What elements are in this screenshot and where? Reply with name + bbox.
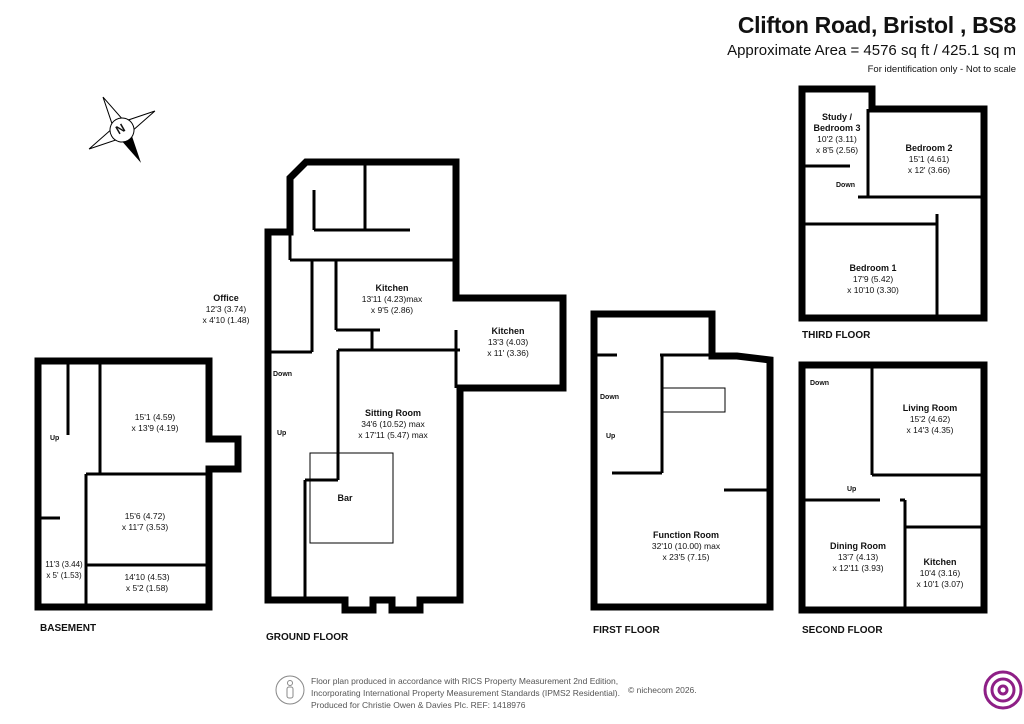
basement-room-3: 11'3 (3.44)x 5' (1.53): [45, 560, 83, 580]
first-floor-stairwell: [662, 387, 726, 413]
stairs-up-label: Up: [606, 433, 616, 440]
ground-floor-walls: [264, 158, 567, 614]
second-floor-walls: [798, 361, 988, 614]
person-icon: [275, 675, 305, 705]
stairs-up-label: Up: [847, 486, 857, 493]
basement-walls: [34, 357, 242, 611]
first-floor-label: FIRST FLOOR: [593, 625, 660, 636]
first-inner-walls: [594, 353, 770, 492]
second-inner-walls: [802, 365, 984, 610]
property-title: Clifton Road, Bristol , BS8: [737, 12, 1016, 38]
scale-note: For identification only - Not to scale: [867, 64, 1016, 75]
first-floor-walls: [590, 310, 774, 611]
stairs-up-label: Up: [50, 435, 60, 442]
nichecom-logo: [983, 670, 1023, 710]
compass-icon: [88, 96, 156, 163]
third-inner-walls: [802, 109, 984, 318]
stairs-down-label: Down: [836, 182, 856, 189]
bar-counter: [309, 452, 394, 544]
second-floor-label: SECOND FLOOR: [802, 625, 883, 636]
ground-floor-label: GROUND FLOOR: [266, 632, 349, 643]
copyright: © nichecom 2026.: [628, 685, 697, 695]
stairs-down-label: Down: [273, 371, 293, 378]
stairs-down-label: Down: [600, 394, 620, 401]
basement-label: BASEMENT: [40, 623, 97, 634]
stairs-up-label: Up: [277, 430, 287, 437]
bar-area: Bar: [337, 493, 353, 503]
third-floor-walls: [798, 85, 988, 322]
basement-room-1: 15'1 (4.59)x 13'9 (4.19): [131, 412, 179, 433]
third-floor-label: THIRD FLOOR: [802, 330, 871, 341]
basement-room-4: 14'10 (4.53)x 5'2 (1.58): [124, 572, 170, 593]
basement-room-2: 15'6 (4.72)x 11'7 (3.53): [121, 511, 169, 532]
approximate-area: Approximate Area = 4576 sq ft / 425.1 sq…: [727, 42, 1016, 59]
stairs-down-label: Down: [810, 380, 830, 387]
basement-inner-walls: [38, 361, 209, 607]
ground-inner-walls: [268, 162, 460, 600]
footer-disclaimer: Floor plan produced in accordance with R…: [311, 676, 620, 710]
